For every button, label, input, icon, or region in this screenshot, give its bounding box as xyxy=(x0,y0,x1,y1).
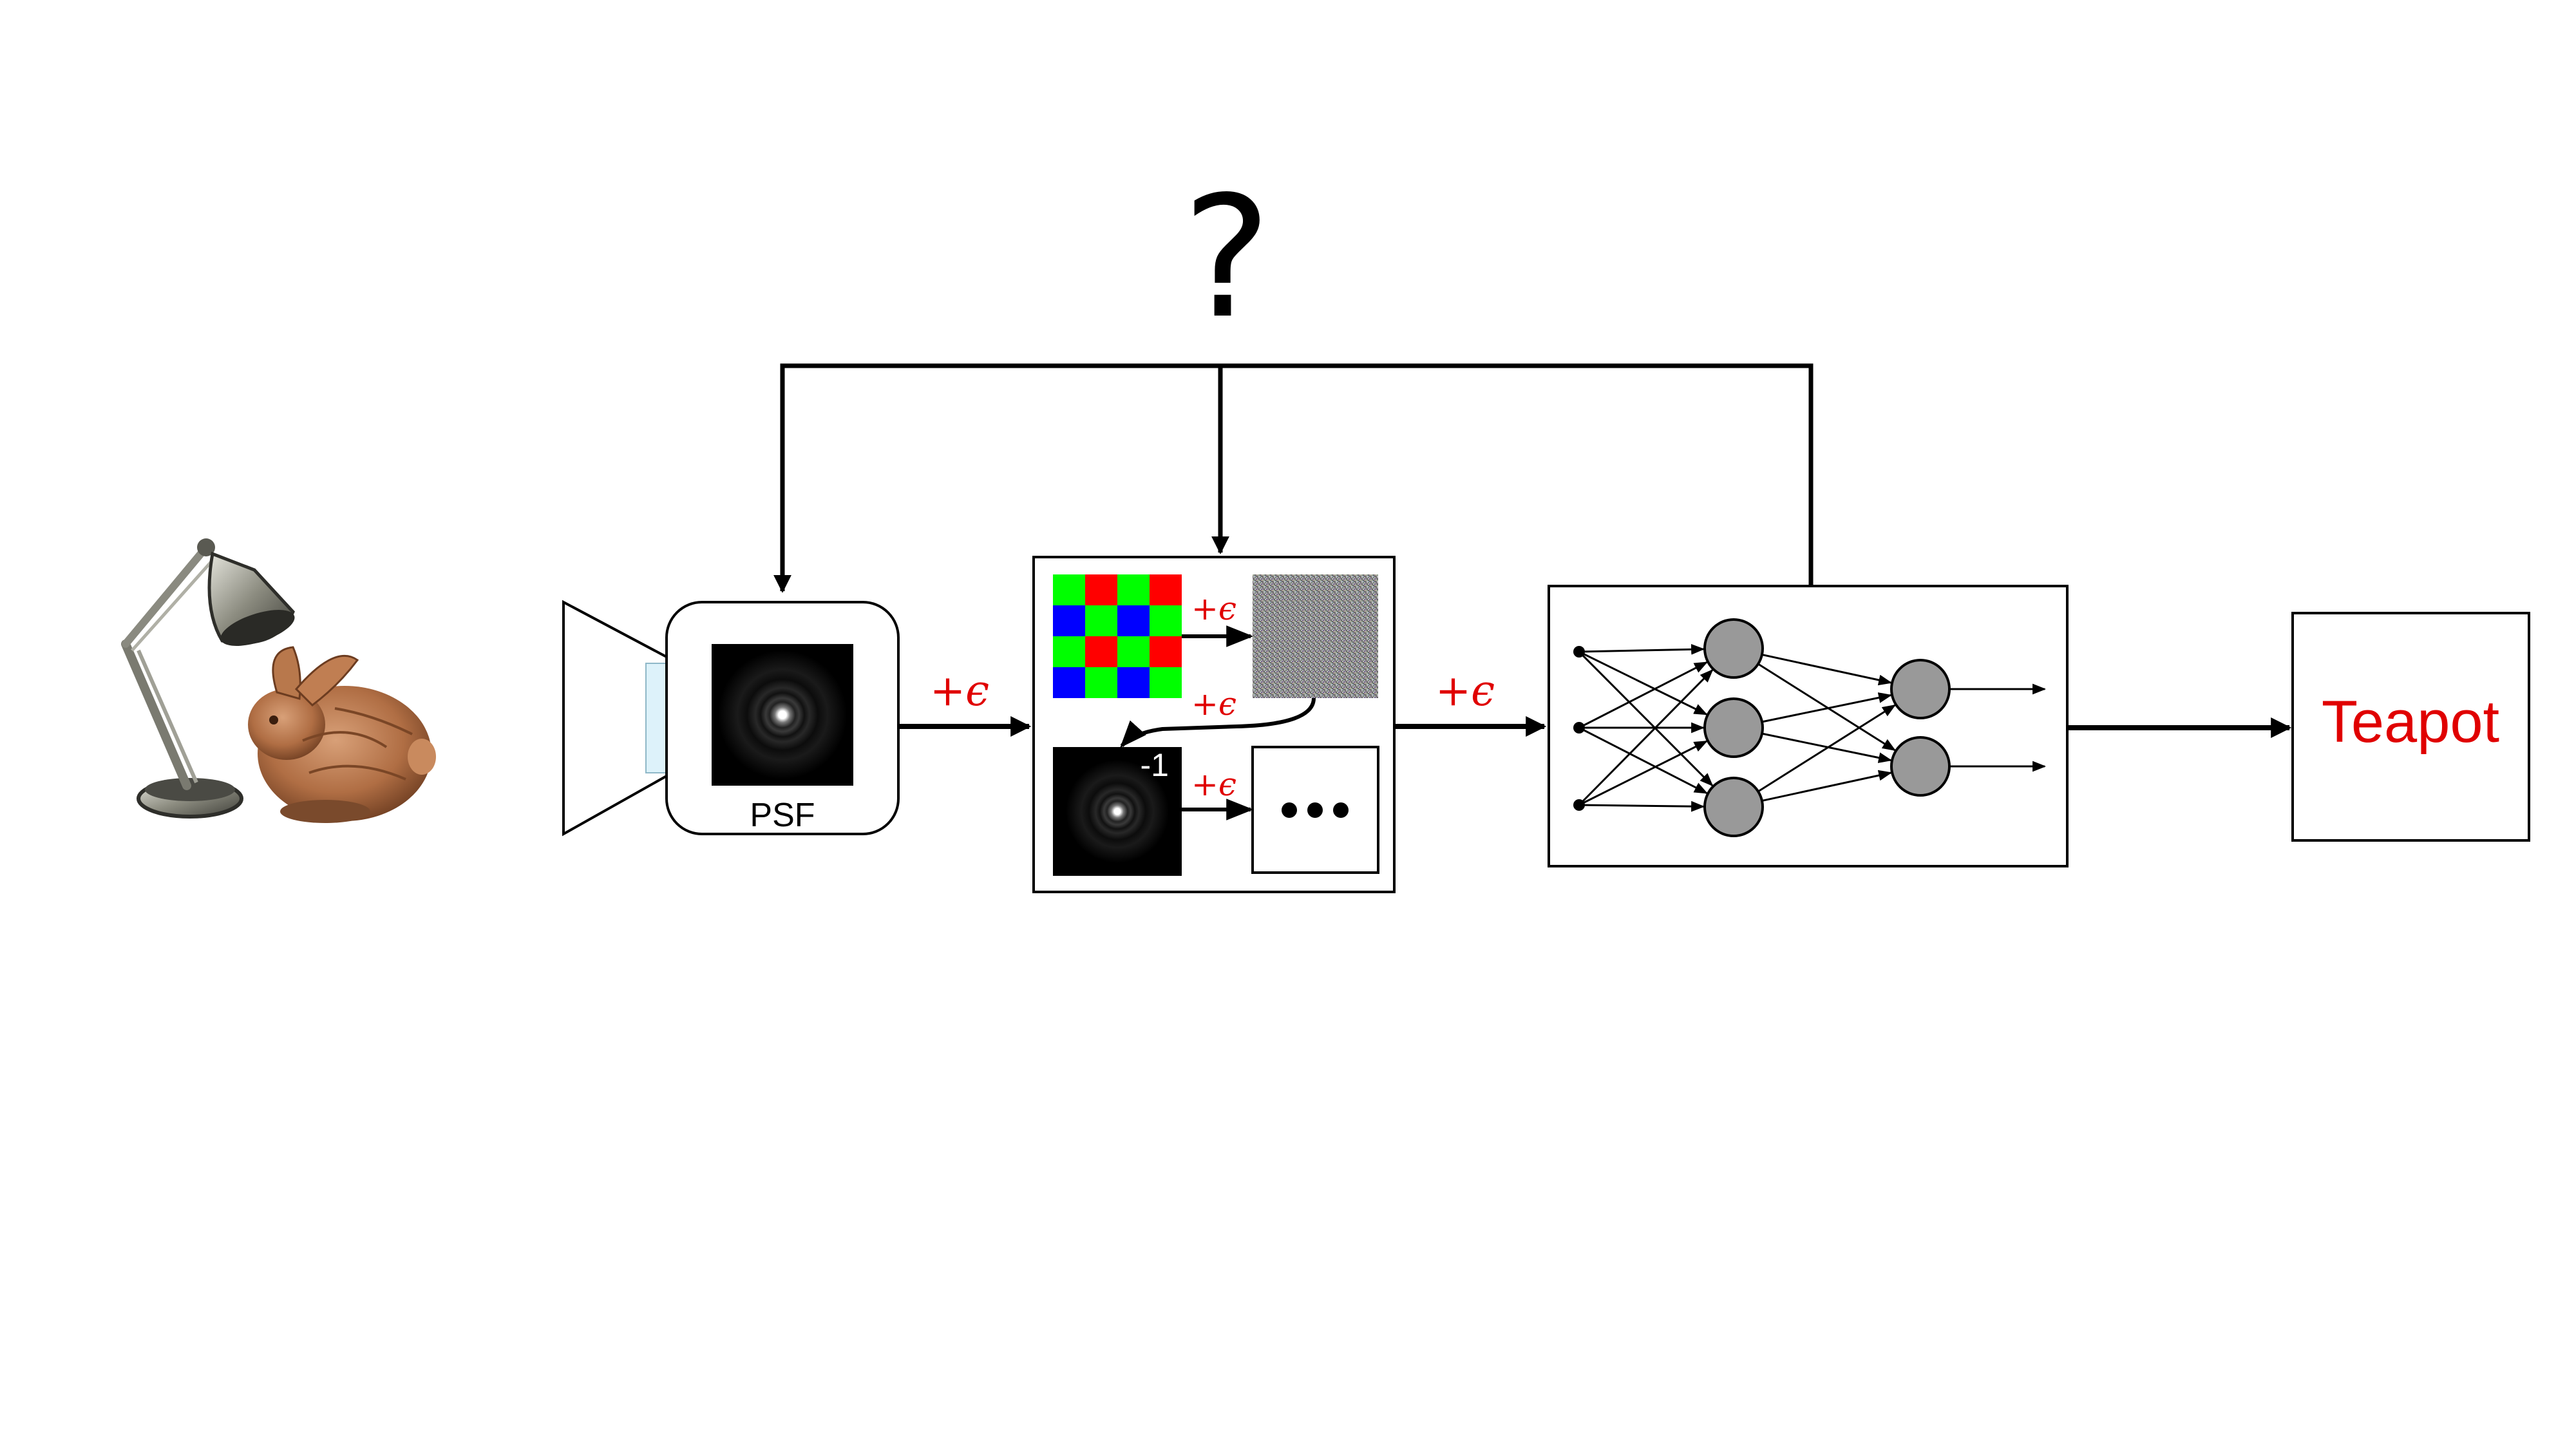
network-edge xyxy=(1578,740,1708,806)
noise-label-more: +ϵ xyxy=(1191,766,1236,803)
network-edge xyxy=(1761,732,1893,763)
network-input-dot xyxy=(1573,646,1585,658)
network-node xyxy=(1703,618,1764,679)
psf-label: PSF xyxy=(750,797,815,834)
inverse-psf-image xyxy=(1053,747,1182,876)
camera-lens xyxy=(562,600,668,837)
network-node xyxy=(1890,736,1951,797)
noise-label-isp: +ϵ xyxy=(1435,666,1495,715)
noise-label-camera: +ϵ xyxy=(930,666,989,715)
output-box xyxy=(2291,612,2530,842)
network-input-dot xyxy=(1573,722,1585,734)
scene-lamp-bunny-image xyxy=(121,538,436,823)
desk-lamp-icon xyxy=(121,538,295,819)
ellipsis-icon xyxy=(1282,802,1349,818)
network-edge xyxy=(1578,661,1709,729)
network-edge xyxy=(1578,650,1708,715)
network-edge xyxy=(1578,650,1714,787)
output-label: Teapot xyxy=(2322,689,2499,755)
network-edge xyxy=(1757,663,1897,752)
network-edge xyxy=(1578,726,1709,794)
psf-image xyxy=(712,644,853,786)
noise-label-deconv: +ϵ xyxy=(1191,685,1236,723)
feedback-line xyxy=(773,363,1814,593)
network-edge xyxy=(1578,643,1705,655)
network-node xyxy=(1703,697,1764,758)
inverse-exponent: -1 xyxy=(1141,747,1169,783)
question-mark: ? xyxy=(1182,161,1271,355)
bayer-pattern-image xyxy=(1053,574,1182,698)
network-edge xyxy=(1578,668,1714,806)
network-edge xyxy=(1761,654,1893,686)
network-nodes xyxy=(1573,618,1951,837)
network-input-dot xyxy=(1573,799,1585,811)
network-node xyxy=(1890,659,1951,719)
network-edge xyxy=(1757,704,1897,793)
arrow-noise-to-deconv xyxy=(1120,697,1316,748)
stanford-bunny-icon xyxy=(248,646,436,823)
network-edges xyxy=(1578,643,2047,812)
noise-label-bayer: +ϵ xyxy=(1191,590,1236,627)
network-edge xyxy=(1578,800,1705,812)
network-node xyxy=(1703,777,1764,837)
network-edge xyxy=(1761,770,1893,802)
network-edge xyxy=(1761,692,1893,723)
neural-network-box xyxy=(1548,585,2069,867)
noise-image xyxy=(1253,574,1378,698)
